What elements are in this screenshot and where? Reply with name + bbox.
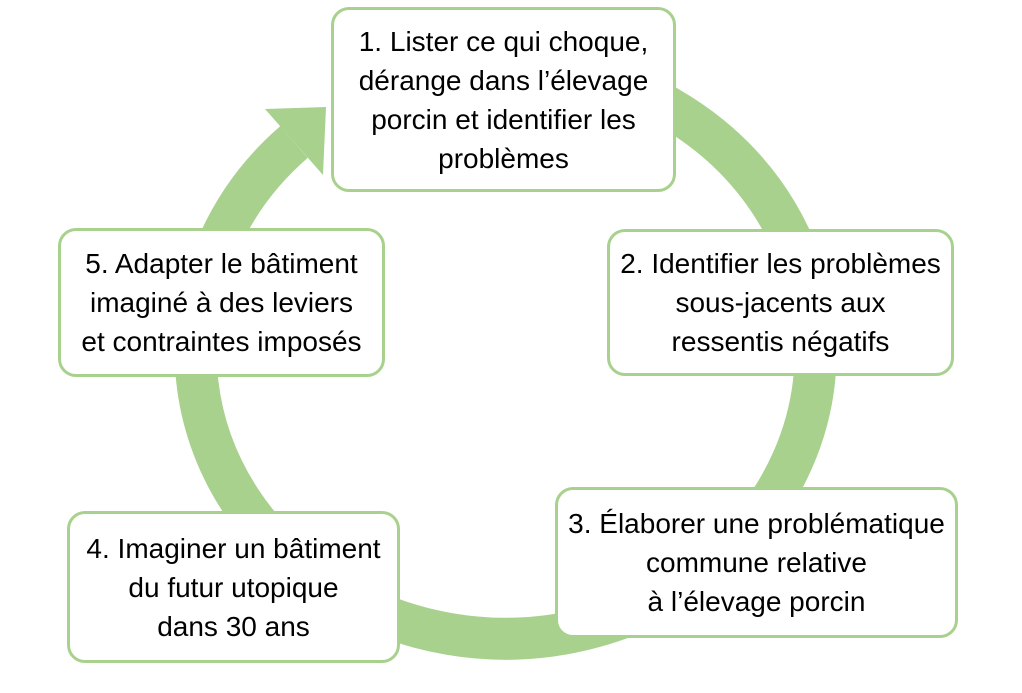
step-box-5: 5. Adapter le bâtiment imaginé à des lev… xyxy=(58,228,385,377)
step-text-4: 4. Imaginer un bâtiment du futur utopiqu… xyxy=(86,532,381,642)
step-box-3: 3. Élaborer une problématique commune re… xyxy=(555,487,958,638)
step-box-4: 4. Imaginer un bâtiment du futur utopiqu… xyxy=(67,511,400,663)
step-box-1: 1. Lister ce qui choque, dérange dans l’… xyxy=(331,7,676,192)
cycle-arrowhead-icon xyxy=(265,107,326,175)
step-box-2: 2. Identifier les problèmes sous-jacents… xyxy=(607,229,954,376)
step-text-3: 3. Élaborer une problématique commune re… xyxy=(568,508,945,617)
step-text-1: 1. Lister ce qui choque, dérange dans l’… xyxy=(358,25,649,174)
step-text-2: 2. Identifier les problèmes sous-jacents… xyxy=(620,248,941,357)
step-text-5: 5. Adapter le bâtiment imaginé à des lev… xyxy=(81,248,362,357)
